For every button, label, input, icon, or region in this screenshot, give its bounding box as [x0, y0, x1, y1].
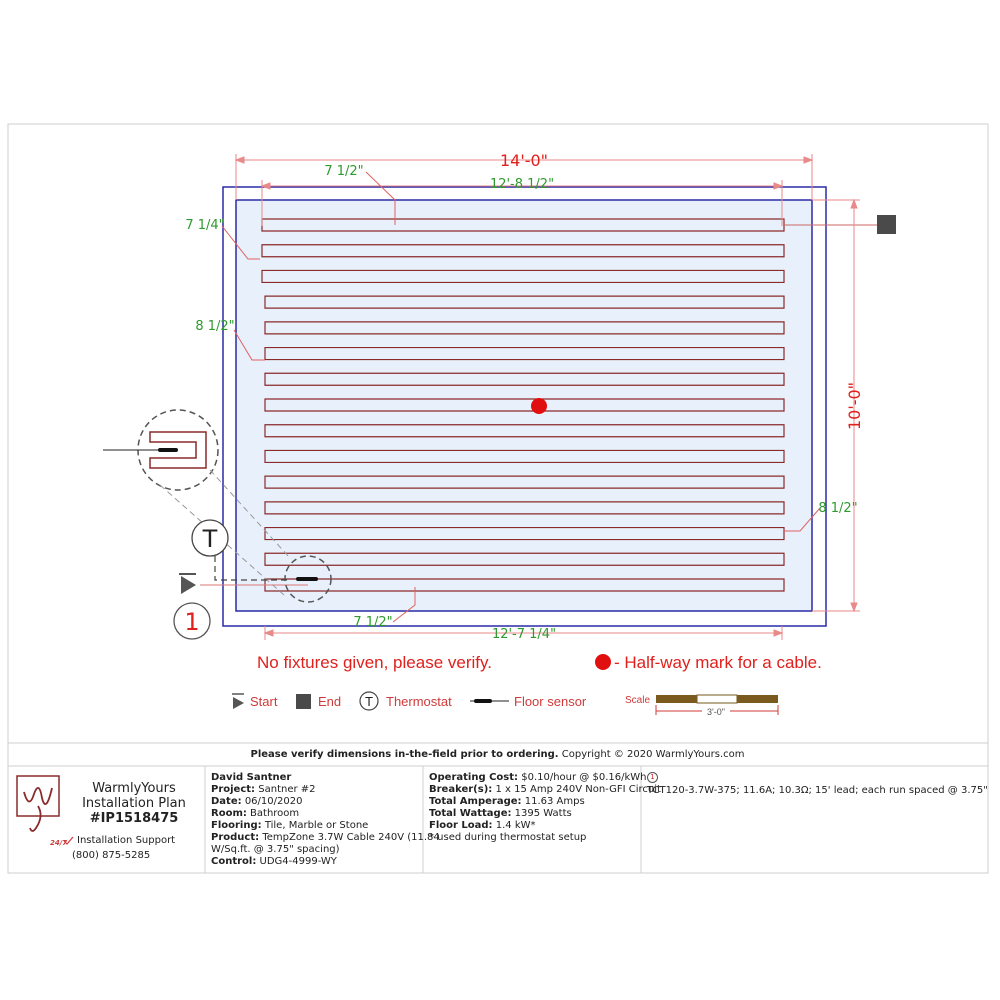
- warmlyyours-logo-mark: [23, 787, 53, 832]
- brand-name: WarmlyYours: [92, 781, 176, 796]
- dim-width-label: 14'-0": [500, 151, 548, 170]
- top-offset-leader: [365, 171, 396, 225]
- scale-value-bg: [702, 706, 730, 716]
- scale-bar-seg-2: [696, 694, 738, 704]
- project-label: Project:: [211, 784, 256, 795]
- left-mid-leader: [233, 329, 265, 361]
- dim-height-label: 10'-0": [845, 382, 864, 430]
- thermostat-letter: T: [202, 525, 218, 553]
- dim-top-offset-label: 7 1/2": [324, 164, 363, 179]
- load-value: 1.4 kW*: [495, 820, 536, 831]
- halfway-mark-dot: [531, 398, 547, 414]
- brand-block: WarmlyYours Installation Plan #IP1518475: [66, 781, 202, 826]
- support-badge: 24/7: [50, 839, 68, 847]
- scale-value: 3'-0": [707, 707, 725, 717]
- legend-start-icon: [233, 697, 244, 709]
- dimension-bottom-inner: [263, 626, 784, 640]
- control-label: Control:: [211, 856, 257, 867]
- wattage-label: Total Wattage:: [429, 808, 512, 819]
- legend-start-label: Start: [250, 694, 278, 709]
- dim-left-mid-label: 8 1/2": [195, 319, 234, 334]
- room-outline: [222, 186, 827, 627]
- scale-bar-seg-1: [656, 695, 697, 703]
- heating-cable-layout: [261, 218, 785, 592]
- bottom-offset-leader: [392, 587, 416, 623]
- brand-subtitle: Installation Plan: [82, 796, 186, 811]
- circuit-number-circle: [173, 602, 211, 640]
- fixtures-note: No fixtures given, please verify.: [257, 653, 492, 672]
- date-value: 06/10/2020: [244, 796, 303, 807]
- page-border: [7, 123, 989, 874]
- dim-left-top-label: 7 1/4": [185, 218, 224, 233]
- support-label: Installation Support: [77, 835, 176, 846]
- support-phone: (800) 875-5285: [72, 850, 151, 861]
- start-marker: [181, 576, 196, 594]
- legend-thermostat-icon: [359, 691, 379, 711]
- cost-label: Operating Cost:: [429, 772, 519, 783]
- left-top-leader: [221, 225, 260, 260]
- sensor-callout-circle: [284, 555, 332, 603]
- halfway-note: - Half-way mark for a cable.: [614, 653, 822, 672]
- product-label: Product:: [211, 832, 260, 843]
- thermostat-wire: [214, 556, 290, 581]
- room-label: Room:: [211, 808, 247, 819]
- flooring-value: Tile, Marble or Stone: [264, 820, 369, 831]
- amperage-value: 11.63 Amps: [524, 796, 585, 807]
- heated-area: [235, 199, 813, 612]
- product-value-1: TempZone 3.7W Cable 240V (11.84: [262, 832, 440, 843]
- dim-bottom-inner-label: 12'-7 1/4": [492, 627, 556, 642]
- customer-block: David Santner Project: Santner #2 Date: …: [211, 772, 440, 868]
- legend-sensor-label: Floor sensor: [514, 694, 587, 709]
- right-offset-leader: [784, 507, 821, 532]
- scale-label: Scale: [625, 695, 650, 706]
- copyright: Copyright © 2020 WarmlyYours.com: [561, 749, 745, 760]
- amperage-label: Total Amperage:: [429, 796, 522, 807]
- room-value: Bathroom: [250, 808, 300, 819]
- halfway-legend-dot: [595, 654, 611, 670]
- support-checkmark-icon: [63, 836, 74, 845]
- breaker-value: 1 x 15 Amp 240V Non-GFI Circuit: [495, 784, 661, 795]
- dim-top-inner-label: 12'-8 1/2": [490, 177, 554, 192]
- verify-banner: Please verify dimensions in-the-field pr…: [0, 749, 995, 761]
- breaker-label: Breaker(s):: [429, 784, 493, 795]
- load-label: Floor Load:: [429, 820, 493, 831]
- date-label: Date:: [211, 796, 242, 807]
- legend-end-icon: [296, 694, 311, 709]
- verify-bold: Please verify dimensions in-the-field pr…: [250, 749, 559, 760]
- plan-id: #IP1518475: [89, 811, 179, 826]
- dimension-overall-width: [234, 154, 814, 200]
- dim-bottom-offset-label: 7 1/2": [353, 615, 392, 630]
- cost-value: $0.10/hour @ $0.16/kWh: [521, 772, 647, 783]
- dim-right-label: 8 1/2": [818, 501, 857, 516]
- specs-block: Operating Cost: $0.10/hour @ $0.16/kWh B…: [429, 772, 661, 844]
- legend-end-label: End: [318, 694, 341, 709]
- scale-bar-seg-3: [737, 695, 778, 703]
- thermostat-setup-note: * used during thermostat setup: [429, 832, 587, 843]
- dimension-overall-height: [812, 198, 860, 613]
- dimension-top-inner: [260, 180, 784, 226]
- project-value: Santner #2: [258, 784, 316, 795]
- wattage-value: 1395 Watts: [514, 808, 572, 819]
- end-marker: [877, 215, 896, 234]
- legend-thermostat-label: Thermostat: [386, 694, 452, 709]
- thermostat-symbol: [191, 519, 229, 557]
- detail-cable-loop: [149, 431, 207, 469]
- circuit-spec: TCT120-3.7W-375; 11.6A; 10.3Ω; 15' lead;…: [647, 784, 988, 796]
- circuit-badge: 1: [647, 772, 658, 783]
- flooring-label: Flooring:: [211, 820, 262, 831]
- product-value-2: W/Sq.ft. @ 3.75" spacing): [211, 844, 340, 855]
- warmlyyours-logo: [16, 775, 60, 817]
- customer-name: David Santner: [211, 772, 292, 783]
- control-value: UDG4-4999-WY: [259, 856, 337, 867]
- circuit-number: 1: [184, 608, 199, 636]
- circuit-block: 1 TCT120-3.7W-375; 11.6A; 10.3Ω; 15' lea…: [647, 772, 988, 797]
- legend-thermostat-letter: T: [364, 695, 373, 709]
